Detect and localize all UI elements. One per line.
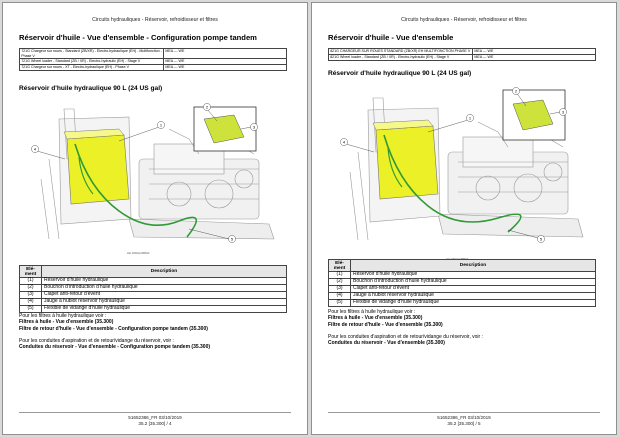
legend-table: Elé-ment Description (1)Réservoir d'huil… [19,264,287,313]
callout-label: 1 [469,116,472,121]
section-subtitle: Réservoir d'huile hydraulique 90 L (24 U… [19,85,163,92]
document-page-left: Circuits hydrauliques - Réservoir, refro… [2,2,308,435]
page-footer: 51652386_FR 03/10/2019 35.2 [35.300] / 5 [312,415,616,427]
cross-references: Pour les filtres à huile hydraulique voi… [19,313,299,350]
page-header: Circuits hydrauliques - Réservoir, refro… [401,17,527,23]
item-description: Flexible de vidange d'huile hydraulique [350,298,596,307]
legend-table: Elé-ment Description (1)Réservoir d'huil… [328,258,596,307]
document-code: 51652386_FR 03/10/2019 [437,415,491,420]
hydraulic-tank [66,134,130,205]
column-header: Elé-ment [19,264,42,279]
table-row: 721G Chargeur sur roues - XT - Electro-h… [18,63,287,71]
reference-intro: Pour les filtres à huile hydraulique voi… [328,309,416,315]
reference-intro: Pour les conduites d'aspiration et de re… [19,337,174,344]
machine-drawing: 1 2 3 4 5 [31,103,275,243]
callout-label: 3 [253,125,256,130]
callout-label: 1 [160,123,163,128]
callout-label: 2 [206,105,209,110]
table-row: (5)Flexible de vidange d'huile hydrauliq… [19,304,287,313]
reference-link[interactable]: Filtre de retour d'huile - Vue d'ensembl… [328,321,443,328]
model-name: 721G Chargeur sur roues - XT - Electro-h… [18,63,165,71]
model-name: 721G Chargeur sur roues - Standard (ZB/X… [18,47,165,60]
model-name: 821G Wheel loader - Standard (ZB / XR) -… [327,53,474,61]
page-number: 35.2 [35.300] / 5 [447,420,481,426]
column-header: Description [350,258,596,273]
machine-drawing: 1 2 3 4 5 [340,87,584,243]
item-id: (5) [328,298,351,307]
table-row: 821G Wheel loader - Standard (ZB / XR) -… [327,53,596,61]
table-row: (5)Flexible de vidange d'huile hydrauliq… [328,298,596,307]
reference-link[interactable]: Filtre de retour d'huile - Vue d'ensembl… [19,325,208,332]
table-header-row: Elé-ment Description [19,264,287,279]
page-number: 35.2 [35.300] / 4 [138,420,172,426]
callout-label: 4 [343,140,346,145]
reference-intro: Pour les filtres à huile hydraulique voi… [19,313,107,319]
model-region: MEA --- WE [163,63,287,71]
model-region: MEA --- WE [472,53,596,61]
tank-illustration: 1 2 3 4 5 [328,82,596,252]
column-header: Elé-ment [328,258,351,273]
tank-illustration: 1 2 3 4 5 [19,99,287,249]
reference-link[interactable]: Conduites du réservoir - Vue d'ensemble … [328,340,445,346]
item-description: Flexible de vidange d'huile hydraulique [41,304,287,313]
reference-intro: Pour les conduites d'aspiration et de re… [328,333,483,340]
document-page-right: Circuits hydrauliques - Réservoir, refro… [311,2,617,435]
model-table: 721G Chargeur sur roues - Standard (ZB/X… [18,47,287,71]
page-header: Circuits hydrauliques - Réservoir, refro… [92,17,218,23]
reference-link[interactable]: Filtres à huile - Vue d'ensemble (35.300… [328,315,423,322]
model-region: MEA --- WE [163,47,287,60]
document-code: 51652386_FR 03/10/2019 [128,415,182,420]
page-footer: 51652386_FR 03/10/2019 35.2 [35.300] / 4 [3,415,307,427]
drain-hose [383,134,522,233]
callout-label: 5 [231,237,234,242]
section-subtitle: Réservoir d'huile hydraulique 90 L (24 U… [328,70,472,77]
cross-references: Pour les filtres à huile hydraulique voi… [328,309,608,346]
footer-divider [328,412,600,413]
callout-label: 4 [34,147,37,152]
column-header: Description [41,264,287,279]
table-header-row: Elé-ment Description [328,258,596,273]
callout-label: 5 [540,237,543,242]
table-row: 721G Chargeur sur roues - Standard (ZB/X… [18,47,287,60]
drain-hose [74,143,197,238]
reference-link[interactable]: Conduites du réservoir - Vue d'ensemble … [19,344,211,350]
reference-link[interactable]: Filtres à huile - Vue d'ensemble (35.300… [19,319,114,326]
figure-code: LEI 14WHL1086GF [127,252,150,255]
page-title: Réservoir d'huile - Vue d'ensemble - Con… [19,33,257,42]
page-title: Réservoir d'huile - Vue d'ensemble [328,33,454,42]
item-id: (5) [19,304,42,313]
callout-label: 2 [515,89,518,94]
footer-divider [19,412,291,413]
callout-label: 3 [562,110,565,115]
model-table: 821G CHARGEUR SUR ROUES STANDARD (ZB/XR)… [327,48,596,61]
